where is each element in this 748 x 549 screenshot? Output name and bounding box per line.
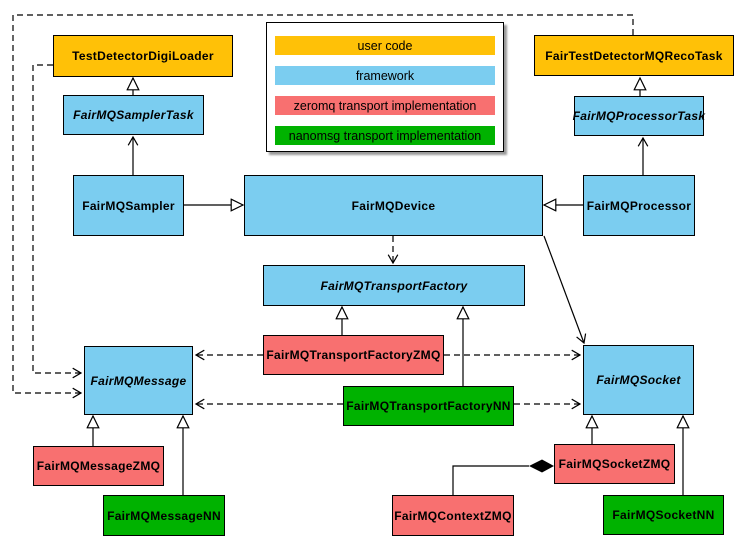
node-label: TestDetectorDigiLoader xyxy=(72,49,214,63)
node-label: FairMQSamplerTask xyxy=(73,108,194,122)
node-fairmqtransportfactory: FairMQTransportFactory xyxy=(263,265,525,306)
node-fairmqtransportfactorynn: FairMQTransportFactoryNN xyxy=(343,386,514,426)
node-label: FairMQSocketZMQ xyxy=(558,457,671,471)
node-fairtestdetectormqrecotask: FairTestDetectorMQRecoTask xyxy=(534,35,734,76)
node-label: FairMQMessage xyxy=(90,373,187,388)
legend: user code framework zeromq transport imp… xyxy=(266,22,504,152)
node-label: FairMQMessageZMQ xyxy=(36,459,161,473)
node-fairmqprocessor: FairMQProcessor xyxy=(583,175,695,236)
composition-diamond-icon xyxy=(529,459,554,473)
node-fairmqdevice: FairMQDevice xyxy=(244,175,543,236)
node-label: FairMQSocketNN xyxy=(612,508,715,522)
node-label: FairMQSocket xyxy=(596,373,681,387)
node-fairmqsampler: FairMQSampler xyxy=(73,175,184,236)
node-fairmqmessagezmq: FairMQMessageZMQ xyxy=(33,446,164,486)
node-fairmqsocketzmq: FairMQSocketZMQ xyxy=(554,444,675,484)
node-label: FairMQContextZMQ xyxy=(394,508,512,523)
edge-device-socket xyxy=(543,235,587,345)
node-label: FairMQProcessor xyxy=(586,198,692,213)
node-testdetectordigiloader: TestDetectorDigiLoader xyxy=(53,35,233,77)
node-fairmqsocketnn: FairMQSocketNN xyxy=(603,495,724,535)
node-fairmqsocket: FairMQSocket xyxy=(583,345,694,415)
node-label: FairMQDevice xyxy=(351,198,436,213)
edge-recotask-message xyxy=(12,14,634,399)
node-label: FairMQTransportFactoryNN xyxy=(346,399,511,413)
node-label: FairMQTransportFactory xyxy=(320,278,468,293)
node-fairmqmessage: FairMQMessage xyxy=(84,346,193,415)
legend-item-user-code: user code xyxy=(275,36,495,55)
legend-item-nanomsg: nanomsg transport implementation xyxy=(275,126,495,145)
node-label: FairMQTransportFactoryZMQ xyxy=(266,348,441,362)
node-fairmqsamplertask: FairMQSamplerTask xyxy=(63,95,204,135)
node-label: FairMQProcessorTask xyxy=(572,109,706,123)
edge-digiloader-message xyxy=(32,64,83,379)
node-fairmqmessagenn: FairMQMessageNN xyxy=(103,495,225,536)
legend-item-framework: framework xyxy=(275,66,495,85)
node-label: FairTestDetectorMQRecoTask xyxy=(545,48,723,63)
node-label: FairMQSampler xyxy=(82,198,175,213)
edge-contextzmq-socketzmq xyxy=(452,465,529,495)
legend-item-zeromq: zeromq transport implementation xyxy=(275,96,495,115)
node-fairmqprocessortask: FairMQProcessorTask xyxy=(572,96,706,136)
node-fairmqcontextzmq: FairMQContextZMQ xyxy=(392,495,514,536)
node-fairmqtransportfactoryzmq: FairMQTransportFactoryZMQ xyxy=(263,335,444,375)
node-label: FairMQMessageNN xyxy=(107,508,221,523)
